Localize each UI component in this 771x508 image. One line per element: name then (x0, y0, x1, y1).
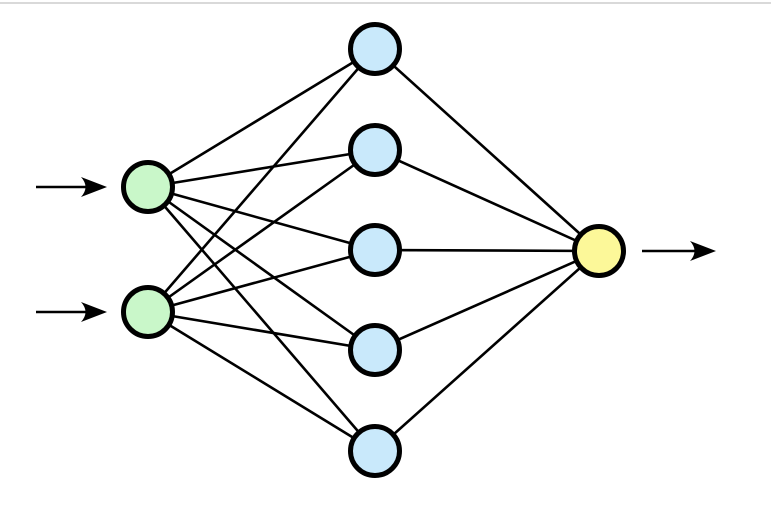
edge-hidden-node-5-to-output-node-1 (374, 250, 600, 452)
input-node-1 (121, 160, 175, 214)
edge-input-node-1-to-hidden-node-5 (147, 186, 376, 452)
edge-input-node-2-to-hidden-node-1 (147, 48, 376, 313)
hidden-node-1 (348, 22, 402, 76)
input-node-2 (121, 285, 175, 339)
edge-input-node-1-to-hidden-node-3 (147, 185, 376, 252)
hidden-node-5 (348, 424, 402, 478)
input-arrow-2-head-icon (81, 302, 107, 322)
edge-hidden-node-1-to-output-node-1 (374, 48, 600, 252)
hidden-node-2 (348, 123, 402, 177)
edge-input-node-2-to-hidden-node-5 (147, 310, 376, 453)
output-arrow-head-icon (690, 241, 716, 261)
hidden-node-4 (348, 323, 402, 377)
edge-input-node-2-to-hidden-node-2 (147, 148, 376, 314)
input-arrow-1-head-icon (81, 177, 107, 197)
output-node-1 (572, 224, 626, 278)
hidden-node-3 (348, 223, 402, 277)
edge-input-node-1-to-hidden-node-2 (147, 148, 376, 189)
top-border-rule (0, 2, 771, 4)
edge-input-node-2-to-hidden-node-4 (147, 310, 376, 352)
edge-input-node-1-to-hidden-node-4 (147, 185, 376, 352)
edge-hidden-node-3-to-output-node-1 (374, 248, 600, 253)
edge-hidden-node-2-to-output-node-1 (374, 148, 600, 253)
edge-hidden-node-4-to-output-node-1 (374, 249, 600, 352)
edge-input-node-1-to-hidden-node-1 (147, 47, 376, 189)
edge-input-node-2-to-hidden-node-3 (147, 248, 376, 314)
